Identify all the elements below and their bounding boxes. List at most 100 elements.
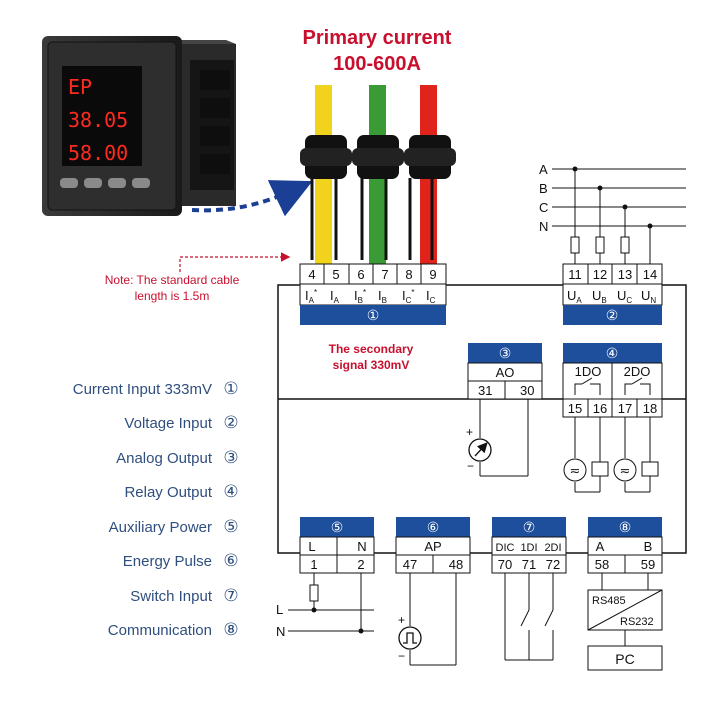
b4-terminal-15: 15 bbox=[568, 401, 582, 416]
b1-terminal-4: 4 bbox=[308, 267, 315, 282]
b4-terminal-18: 18 bbox=[643, 401, 657, 416]
b6-terminal-47: 47 bbox=[403, 557, 417, 572]
legend-number-4: ④ bbox=[223, 482, 238, 501]
b3-terminal-30: 30 bbox=[520, 383, 534, 398]
b2-number: ② bbox=[606, 307, 619, 323]
legend-number-7: ⑦ bbox=[223, 586, 238, 605]
b1-label-ic-star: IC* bbox=[402, 288, 415, 305]
b1-label-ib: IB bbox=[378, 288, 387, 305]
b4-terminal-16: 16 bbox=[593, 401, 607, 416]
b2-label-uc: UC bbox=[617, 288, 632, 305]
legend-label-1: Current Input 333mV bbox=[73, 381, 212, 398]
legend-number-1: ① bbox=[223, 379, 238, 398]
b3-number: ③ bbox=[499, 345, 512, 361]
meter-terminal-frame bbox=[277, 284, 687, 554]
power-label-n: N bbox=[276, 624, 285, 639]
svg-text:−: − bbox=[467, 459, 474, 473]
pc-box bbox=[587, 645, 663, 671]
block-analog-output: ③ AO 31 30 + − bbox=[466, 343, 543, 477]
svg-text:+: + bbox=[398, 613, 405, 627]
block-relay-output: ④ 1DO 2DO 15 16 17 18 ≂ ≂ bbox=[562, 343, 663, 493]
converter-rs485: RS485 bbox=[592, 595, 626, 607]
b5-label-n: N bbox=[357, 539, 366, 554]
b5-terminal-2: 2 bbox=[357, 557, 364, 572]
svg-text:−: − bbox=[398, 649, 405, 663]
b8-terminal-58: 58 bbox=[595, 557, 609, 572]
b4-label-1do: 1DO bbox=[575, 364, 602, 379]
b2-terminal-14: 14 bbox=[643, 267, 657, 282]
b4-label-2do: 2DO bbox=[624, 364, 651, 379]
ct-sensors bbox=[300, 135, 456, 260]
block-current-input: 4 5 6 7 8 9 IA* IA IB* IB IC* IC ① bbox=[299, 263, 447, 325]
device-button-1 bbox=[60, 178, 78, 188]
legend: Current Input 333mV ① Voltage Input ② An… bbox=[73, 379, 239, 639]
block-voltage-input: 11 12 13 14 UA UB UC UN ② bbox=[562, 263, 663, 325]
title-current-range: 100-600A bbox=[333, 53, 421, 75]
meter-device-picture: EP 38.05 58.00 bbox=[42, 36, 236, 216]
legend-label-8: Communication bbox=[108, 622, 212, 639]
legend-number-2: ② bbox=[223, 413, 238, 432]
legend-label-6: Energy Pulse bbox=[123, 553, 212, 570]
device-button-3 bbox=[108, 178, 126, 188]
b7-label-dic: DIC bbox=[496, 542, 515, 554]
pc-label: PC bbox=[615, 651, 634, 667]
note-arrow bbox=[179, 252, 291, 272]
block-auxiliary-power: ⑤ L N 1 2 L N bbox=[276, 517, 375, 639]
title-primary-current: Primary current bbox=[303, 27, 452, 49]
power-label-l: L bbox=[276, 602, 283, 617]
b1-label-ia-star: IA* bbox=[305, 288, 317, 305]
phase-label-a: A bbox=[539, 162, 548, 177]
legend-number-5: ⑤ bbox=[223, 517, 238, 536]
b2-terminal-11: 11 bbox=[568, 267, 582, 282]
phase-label-n: N bbox=[539, 219, 548, 234]
b1-label-ia: IA bbox=[330, 288, 340, 305]
b6-terminal-48: 48 bbox=[449, 557, 463, 572]
b1-label-ic: IC bbox=[426, 288, 436, 305]
svg-text:≂: ≂ bbox=[620, 463, 631, 478]
block-communication: ⑧ A B 58 59 RS485 RS232 PC bbox=[587, 517, 663, 671]
block-energy-pulse: ⑥ AP 47 48 + − bbox=[395, 517, 471, 666]
b6-title: AP bbox=[424, 539, 441, 554]
b7-terminal-72: 72 bbox=[546, 557, 560, 572]
b7-label-2di: 2DI bbox=[544, 542, 561, 554]
b2-terminal-13: 13 bbox=[618, 267, 632, 282]
legend-label-7: Switch Input bbox=[130, 588, 213, 605]
block-switch-input: ⑦ DIC 1DI 2DI 70 71 72 bbox=[491, 517, 567, 661]
b3-terminal-31: 31 bbox=[478, 383, 492, 398]
ac-source-icon-1 bbox=[563, 458, 587, 482]
b7-label-1di: 1DI bbox=[520, 542, 537, 554]
note-line-2: length is 1.5m bbox=[135, 289, 210, 303]
b1-terminal-6: 6 bbox=[357, 267, 364, 282]
display-line-1: EP bbox=[68, 75, 92, 99]
b4-terminal-17: 17 bbox=[618, 401, 632, 416]
b1-terminal-9: 9 bbox=[429, 267, 436, 282]
b7-terminal-71: 71 bbox=[522, 557, 536, 572]
meter-lcd-screen bbox=[62, 66, 142, 166]
device-button-2 bbox=[84, 178, 102, 188]
legend-label-3: Analog Output bbox=[116, 450, 213, 467]
svg-text:+: + bbox=[466, 425, 473, 439]
note-line-1: Note: The standard cable bbox=[105, 273, 240, 287]
b5-terminal-1: 1 bbox=[310, 557, 317, 572]
secondary-line-2: signal 330mV bbox=[333, 358, 410, 372]
b5-number: ⑤ bbox=[331, 519, 344, 535]
display-line-2: 38.05 bbox=[68, 108, 128, 132]
b1-terminal-8: 8 bbox=[405, 267, 412, 282]
primary-cables bbox=[315, 85, 437, 275]
b2-label-ub: UB bbox=[592, 288, 607, 305]
b8-label-a: A bbox=[596, 539, 605, 554]
load-icon-2 bbox=[641, 461, 659, 477]
b2-label-ua: UA bbox=[567, 288, 582, 305]
b1-number: ① bbox=[367, 307, 380, 323]
device-button-4 bbox=[132, 178, 150, 188]
b2-label-un: UN bbox=[641, 288, 656, 305]
b2-terminal-12: 12 bbox=[593, 267, 607, 282]
phase-lines: A B C N bbox=[539, 162, 686, 264]
phase-label-b: B bbox=[539, 181, 548, 196]
legend-number-6: ⑥ bbox=[223, 551, 238, 570]
display-line-3: 58.00 bbox=[68, 141, 128, 165]
b8-label-b: B bbox=[644, 539, 653, 554]
b3-title: AO bbox=[496, 365, 515, 380]
